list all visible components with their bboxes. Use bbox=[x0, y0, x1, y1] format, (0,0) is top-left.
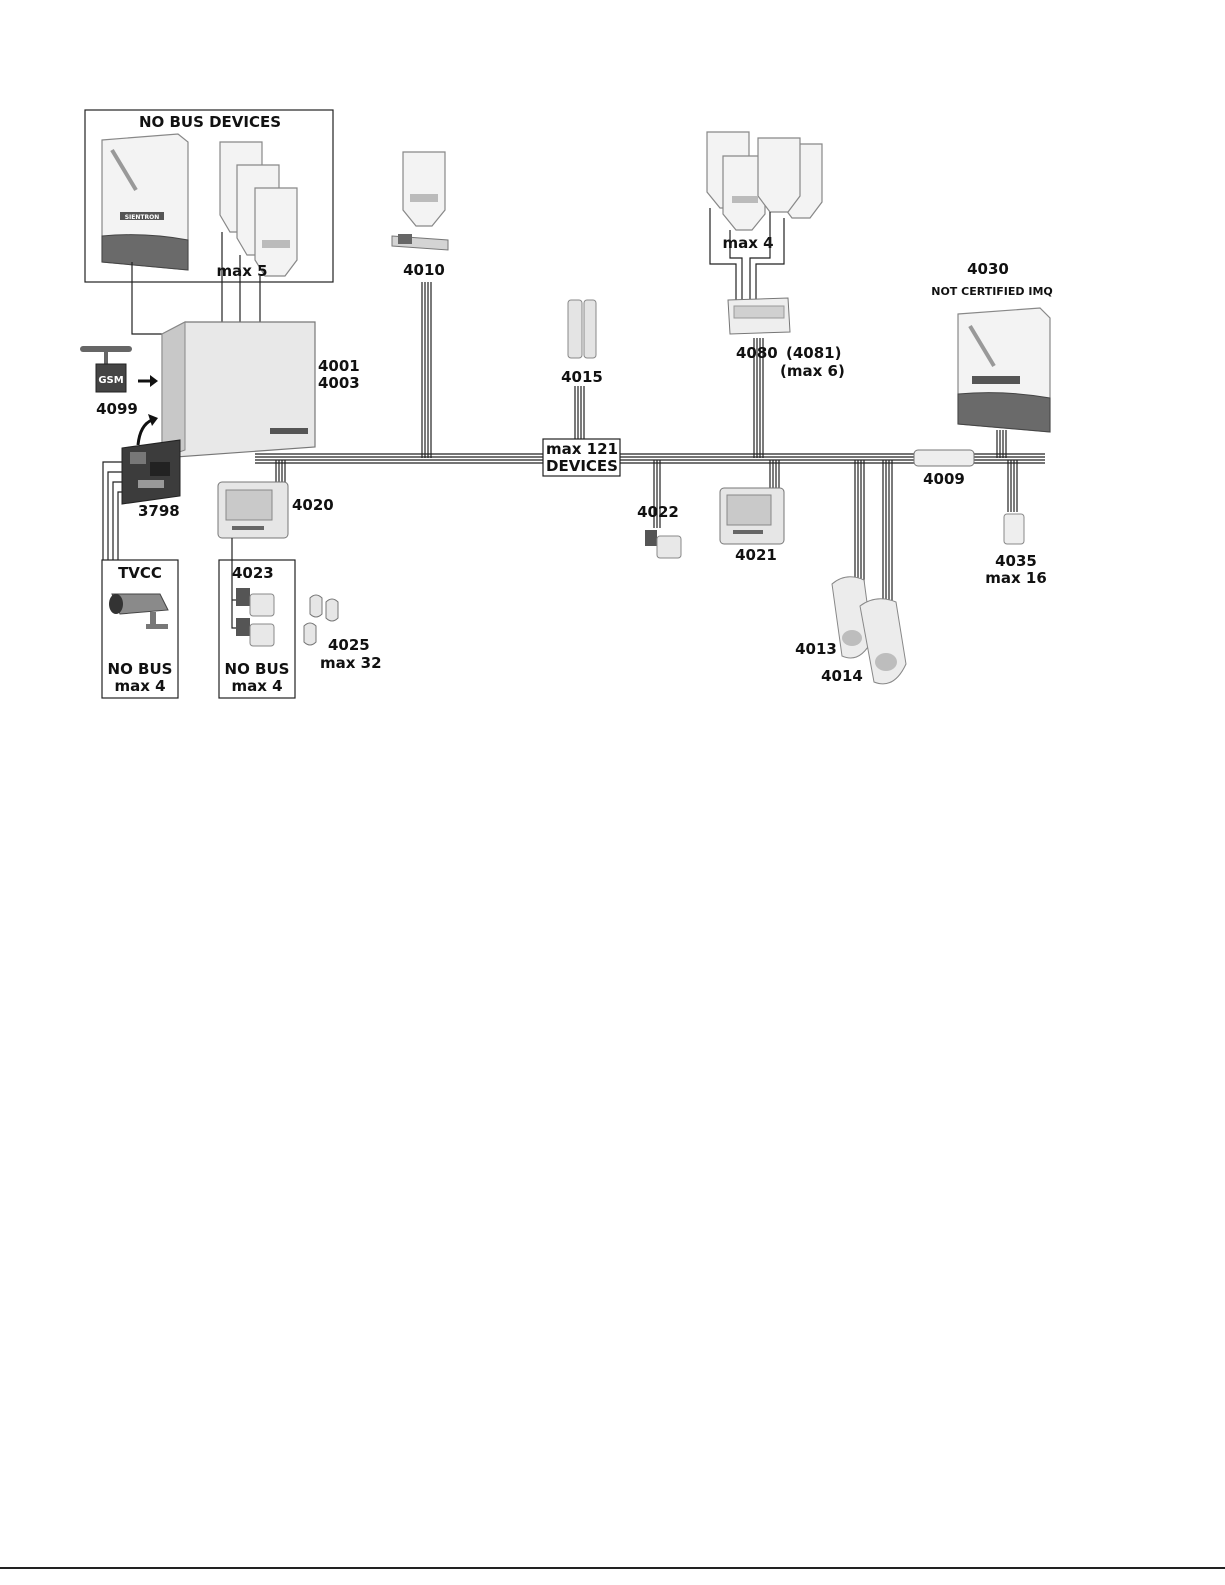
reader-max4-label: max 4 bbox=[231, 677, 282, 695]
bus-drop-4010 bbox=[422, 282, 431, 458]
bus-drop-4013 bbox=[855, 460, 864, 585]
tvcc-no-bus-label: NO BUS bbox=[108, 660, 173, 678]
label-4014: 4014 bbox=[821, 667, 863, 685]
label-4009: 4009 bbox=[923, 470, 965, 488]
bus-capacity-max: max 121 bbox=[546, 440, 618, 458]
expander-4080-icon bbox=[728, 298, 790, 334]
siren-brand: SIENTRON bbox=[125, 214, 160, 221]
arrow-board-panel-icon bbox=[138, 420, 152, 445]
label-4010: 4010 bbox=[403, 261, 445, 279]
label-4035: 4035 bbox=[995, 552, 1037, 570]
detector-4014-icon bbox=[860, 599, 906, 684]
tvcc-board-icon bbox=[122, 440, 180, 504]
wire-keypad-4023 bbox=[232, 538, 240, 628]
label-4021: 4021 bbox=[735, 546, 777, 564]
label-4001: 4001 bbox=[318, 357, 360, 375]
camera-icon bbox=[109, 594, 168, 629]
label-4025: 4025 bbox=[328, 636, 370, 654]
wire-board-tvcc-4 bbox=[118, 492, 122, 560]
siren-4030-icon bbox=[958, 308, 1050, 432]
contact-4035-icon bbox=[1004, 514, 1024, 544]
magnetic-contact-icon bbox=[568, 300, 596, 358]
proximity-reader-icon bbox=[236, 588, 274, 646]
gsm-label: GSM bbox=[98, 375, 123, 386]
label-3798: 3798 bbox=[138, 502, 180, 520]
max6-label: (max 6) bbox=[780, 362, 845, 380]
isolator-4009-icon bbox=[914, 450, 974, 466]
wire-board-tvcc-2 bbox=[108, 472, 122, 560]
detector-stack-no-bus-icon bbox=[220, 142, 297, 276]
detector-4010-icon bbox=[392, 152, 448, 250]
label-4099: 4099 bbox=[96, 400, 138, 418]
bus-drop-4021 bbox=[770, 460, 779, 488]
label-4030: 4030 bbox=[967, 260, 1009, 278]
tvcc-label: TVCC bbox=[118, 564, 162, 582]
reader-4022-icon bbox=[645, 530, 681, 558]
tvcc-max4-label: max 4 bbox=[114, 677, 165, 695]
keypad-4020-icon bbox=[218, 482, 288, 538]
bus-drop-4014 bbox=[883, 460, 892, 605]
wire-siren-panel bbox=[132, 262, 162, 334]
bus-capacity-devices: DEVICES bbox=[546, 457, 618, 475]
bus-drop-4035 bbox=[1008, 460, 1017, 512]
label-4022: 4022 bbox=[637, 503, 679, 521]
label-4080: 4080 bbox=[736, 344, 778, 362]
no-bus-devices-title: NO BUS DEVICES bbox=[139, 113, 281, 131]
max16-label: max 16 bbox=[985, 569, 1047, 587]
bus-drop-4015 bbox=[575, 386, 584, 440]
max32-label: max 32 bbox=[320, 654, 382, 672]
label-4013: 4013 bbox=[795, 640, 837, 658]
label-4003: 4003 bbox=[318, 374, 360, 392]
not-certified-label: NOT CERTIFIED IMQ bbox=[931, 285, 1053, 298]
label-4020: 4020 bbox=[292, 496, 334, 514]
gsm-module-icon: GSM bbox=[80, 346, 132, 392]
label-4023: 4023 bbox=[232, 564, 274, 582]
detector-stack-4080-icon bbox=[707, 132, 822, 230]
control-panel-icon bbox=[162, 322, 315, 458]
label-4081: (4081) bbox=[786, 344, 841, 362]
siren-icon: SIENTRON bbox=[102, 134, 188, 270]
reader-no-bus-label: NO BUS bbox=[225, 660, 290, 678]
keypad-4021-icon bbox=[720, 488, 784, 544]
label-4015: 4015 bbox=[561, 368, 603, 386]
